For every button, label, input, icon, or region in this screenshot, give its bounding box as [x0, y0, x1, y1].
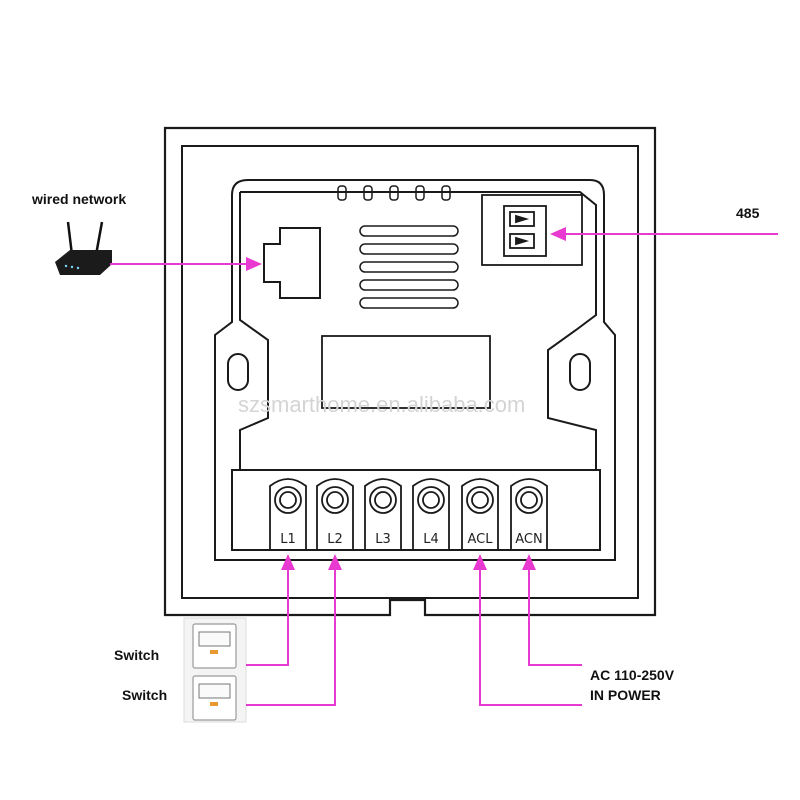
terminal-acn: [510, 478, 548, 551]
terminal-label: L4: [423, 532, 439, 547]
top-vents: [337, 185, 451, 201]
rs485-label: 485: [736, 205, 760, 221]
slot-vents: [359, 225, 459, 309]
mounting-holes: [227, 353, 591, 391]
wires: [110, 233, 778, 706]
wired-network-label: wired network: [31, 191, 126, 207]
terminal-l4: [412, 478, 450, 551]
terminal-l2: [316, 478, 354, 551]
485-connector-icon: [481, 194, 583, 266]
arrow-acn: [522, 554, 536, 570]
terminal-block: [269, 478, 548, 551]
arrow-l2: [328, 554, 342, 570]
terminal-label: L1: [280, 532, 296, 547]
wire-l1: [246, 568, 289, 666]
arrow-acl: [473, 554, 487, 570]
terminal-acl: [461, 478, 499, 551]
terminal-label: ACL: [468, 532, 494, 547]
wire-l2: [246, 568, 336, 706]
arrowheads: [246, 227, 566, 570]
terminal-label: L3: [375, 532, 391, 547]
arrow-network: [246, 257, 262, 271]
power-label-line-2: IN POWER: [590, 687, 661, 703]
terminal-l1: [269, 478, 307, 551]
switch-label-2: Switch: [122, 687, 167, 703]
arrow-485: [550, 227, 566, 241]
rj45-port-icon: [263, 227, 321, 299]
wall-switch-icon: [183, 617, 247, 723]
wire-acn: [528, 568, 582, 666]
terminal-l3: [364, 478, 402, 551]
display-window: [321, 335, 491, 409]
arrow-l1: [281, 554, 295, 570]
switch-label-1: Switch: [114, 647, 159, 663]
router-icon: [55, 221, 112, 275]
terminal-label: L2: [327, 532, 343, 547]
terminal-label: ACN: [515, 532, 542, 547]
watermark: szsmarthome.en.alibaba.com: [238, 392, 525, 417]
wire-acl: [479, 568, 582, 706]
panel-frame: [163, 126, 657, 617]
terminal-labels: L1 L2 L3 L4 ACL ACN: [280, 532, 542, 547]
power-label-line-1: AC 110-250V: [590, 667, 675, 683]
